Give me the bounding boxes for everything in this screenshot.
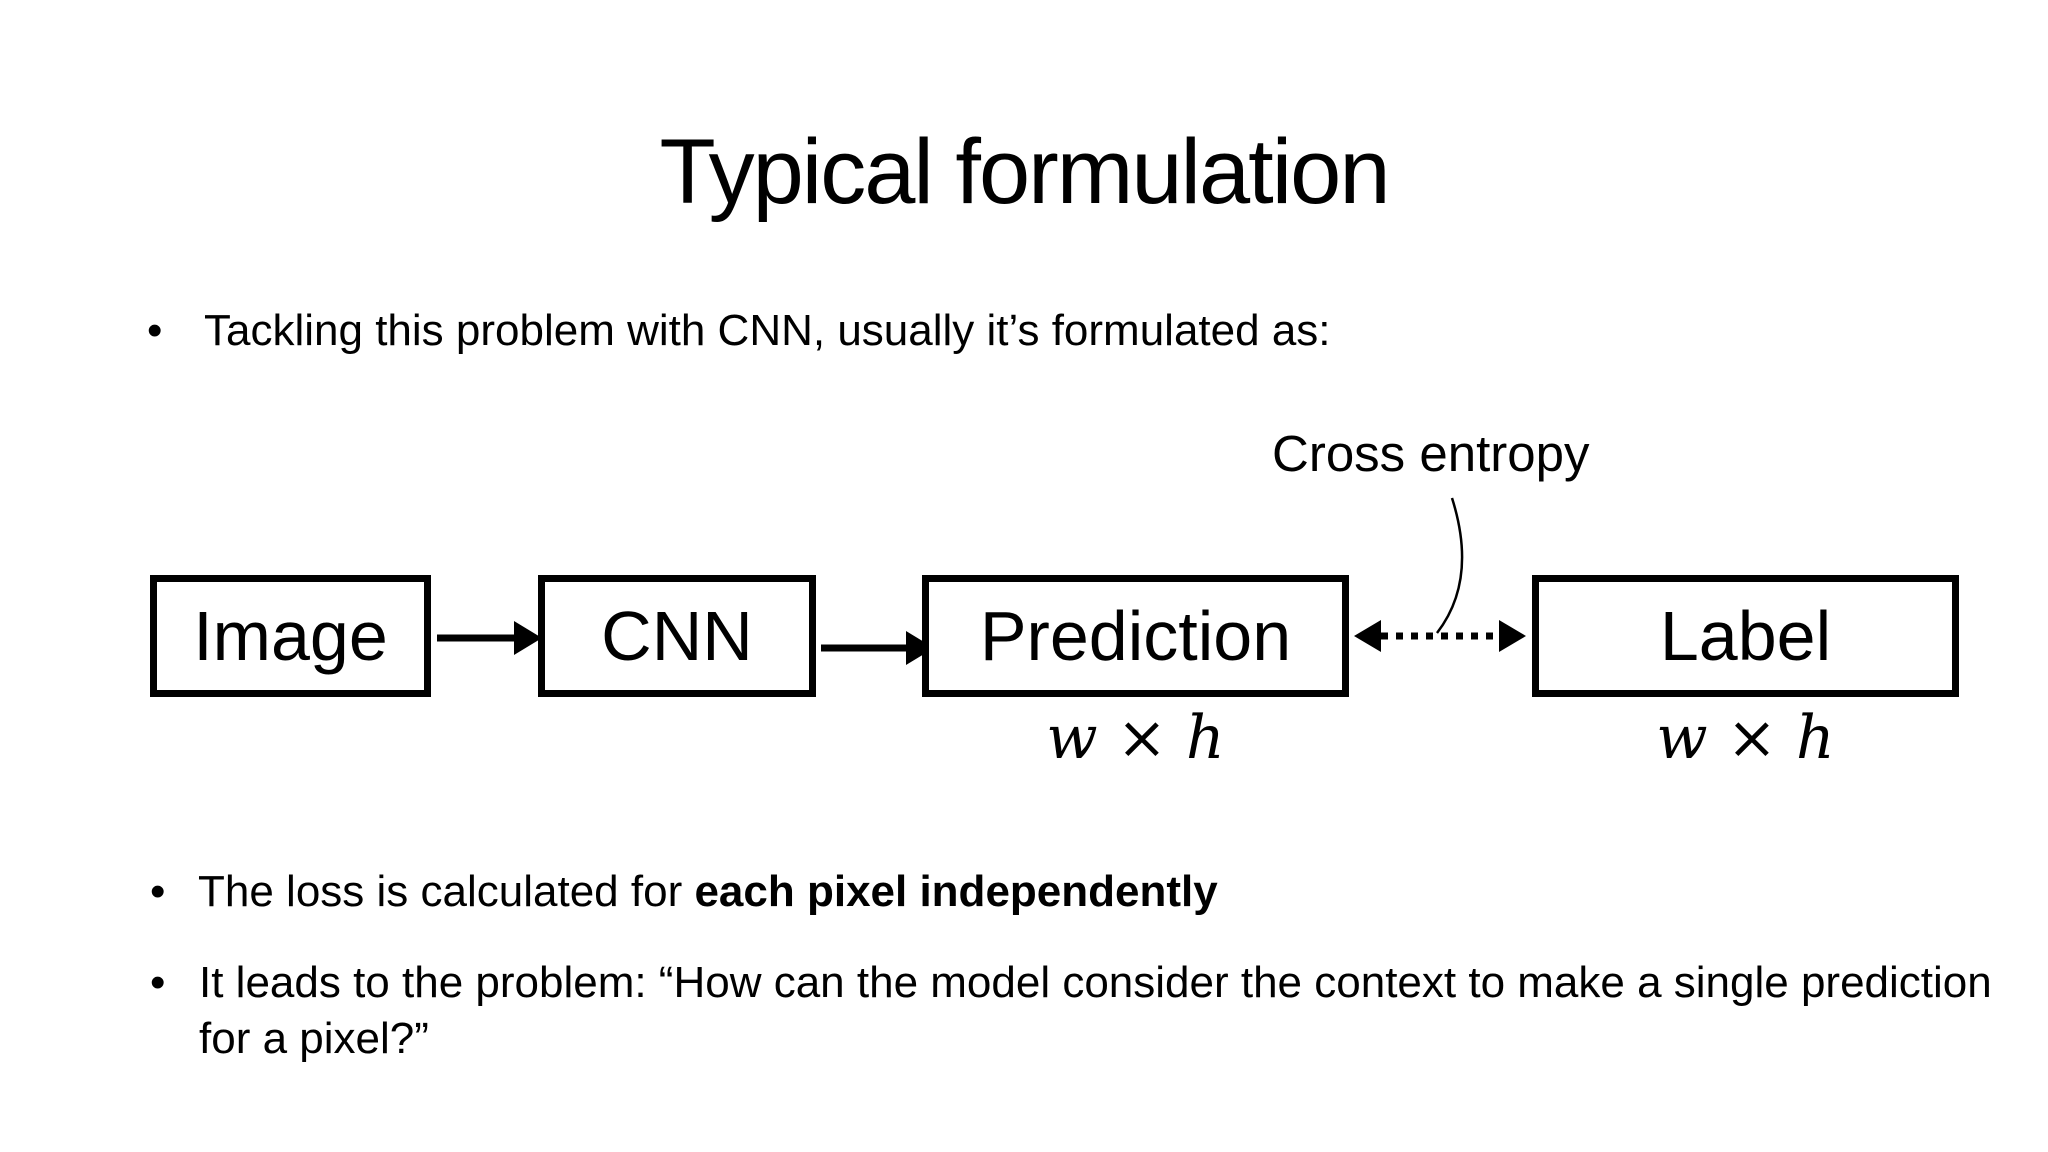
bullet-loss-emphasis: each pixel independently <box>694 867 1218 916</box>
arrow-cnn-to-prediction <box>821 631 934 665</box>
label-size-label: w × h <box>1656 703 1835 773</box>
node-prediction-label: Prediction <box>979 597 1292 675</box>
node-label: Label <box>1532 575 1959 697</box>
slide-title: Typical formulation <box>659 121 1391 223</box>
node-label-label: Label <box>1659 597 1832 675</box>
prediction-size-label: w × h <box>1046 703 1225 773</box>
bullet-intro-text: Tackling this problem with CNN, usually … <box>204 306 1331 355</box>
node-cnn: CNN <box>538 575 816 697</box>
bullet-problem: • It leads to the problem: “How can the … <box>150 955 1999 1068</box>
node-prediction: Prediction <box>922 575 1349 697</box>
bullet-marker: • <box>150 867 166 916</box>
bullet-loss-prefix: The loss is calculated for <box>198 867 695 916</box>
arrow-image-to-cnn <box>437 621 542 655</box>
cross-entropy-connector-line <box>1436 497 1464 634</box>
bullet-loss: • The loss is calculated for each pixel … <box>150 864 1218 920</box>
bullet-problem-text: It leads to the problem: “How can the mo… <box>199 958 1992 1064</box>
bullet-marker: • <box>147 306 163 355</box>
cross-entropy-label: Cross entropy <box>1272 425 1590 482</box>
node-cnn-label: CNN <box>601 597 753 675</box>
dotted-arrow-prediction-label <box>1354 620 1526 652</box>
node-image: Image <box>150 575 431 697</box>
bullet-marker: • <box>150 958 166 1007</box>
node-image-label: Image <box>193 597 388 675</box>
bullet-intro: • Tackling this problem with CNN, usuall… <box>147 303 1331 359</box>
bullet-loss-text: The loss is calculated for each pixel in… <box>198 864 1218 920</box>
